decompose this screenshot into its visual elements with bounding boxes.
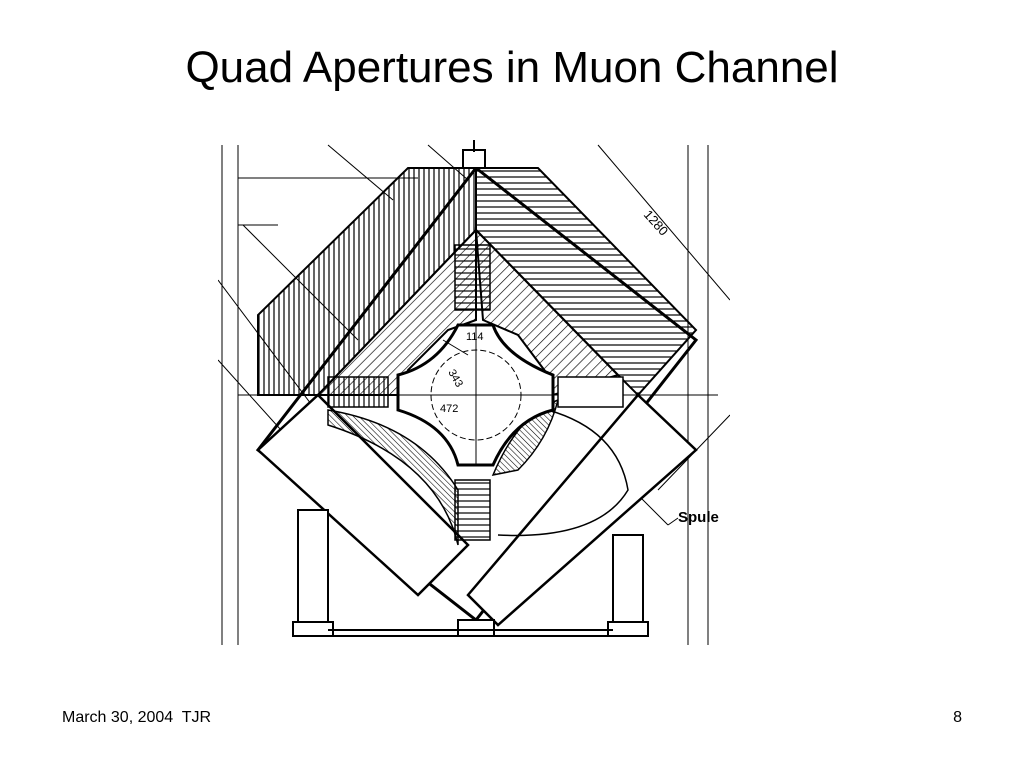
dimension-pole-label: 114	[466, 331, 484, 343]
coil-bottom	[454, 479, 491, 541]
quadrupole-drawing: 1280 114 343 472 Spule	[218, 140, 730, 645]
coil-left	[327, 376, 389, 408]
yoke-lower-left-block	[256, 393, 470, 597]
slide-number: 8	[953, 709, 962, 726]
bore-center	[398, 325, 553, 465]
yoke-lower-right-block	[466, 393, 698, 627]
coil-right	[557, 376, 624, 408]
dimension-outer-label: 1280	[641, 207, 671, 239]
coil-top	[454, 244, 491, 311]
slide-title: Quad Apertures in Muon Channel	[185, 43, 839, 92]
dimension-bore-label: 472	[440, 403, 458, 415]
footer-date-author: March 30, 2004 TJR	[62, 709, 212, 726]
coil-lower-left	[327, 409, 459, 546]
coil-return-arc	[497, 409, 629, 537]
coil-label: Spule	[678, 509, 719, 526]
support-stand	[292, 140, 649, 637]
